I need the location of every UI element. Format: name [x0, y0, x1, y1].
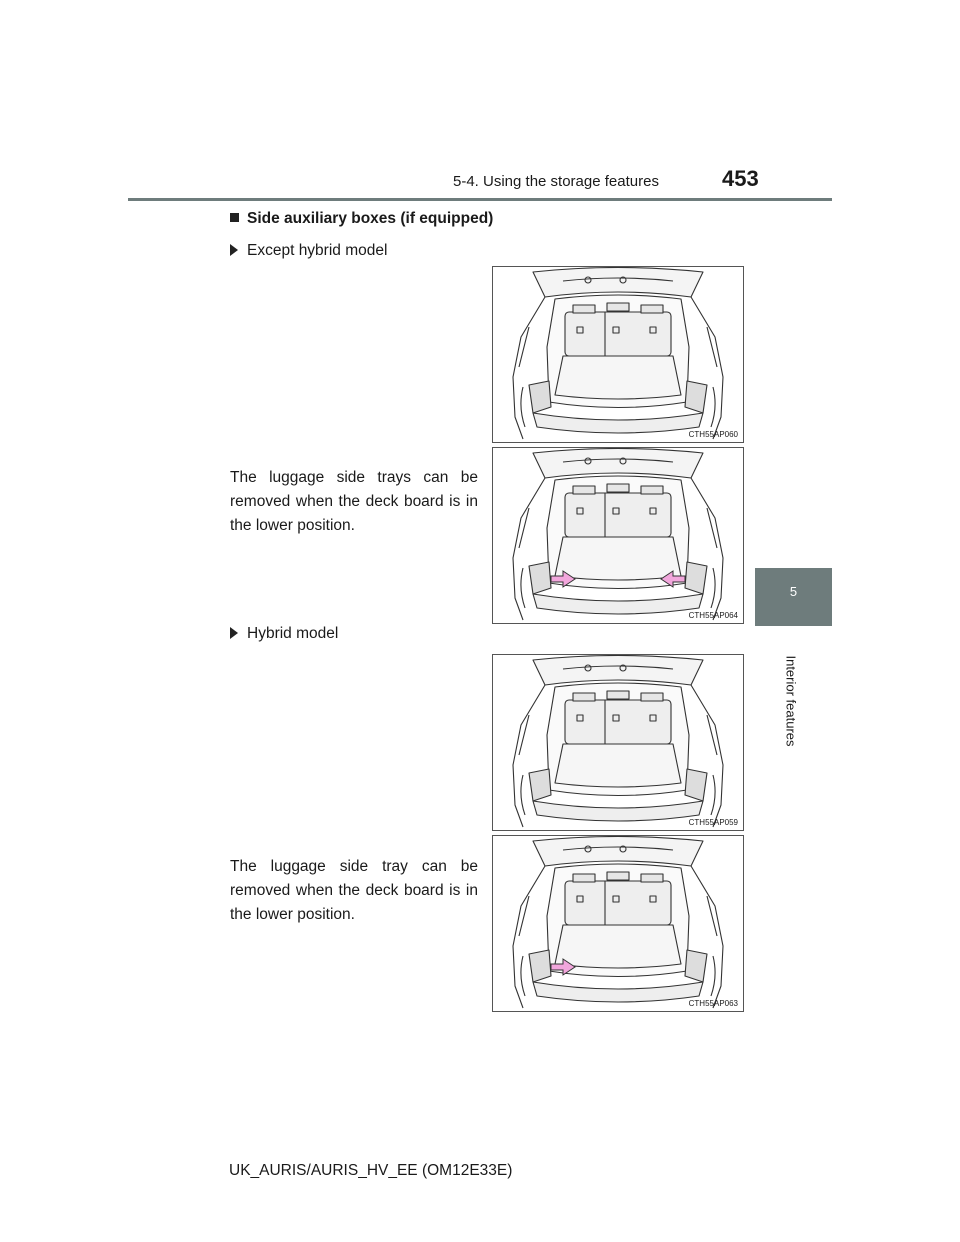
removal-arrow-left: [550, 570, 576, 588]
figure-cth55ap060: CTH55AP060: [492, 266, 744, 443]
header-rule: [128, 198, 832, 201]
removal-arrow-right: [660, 570, 686, 588]
section-title: 5-4. Using the storage features: [453, 173, 659, 190]
chapter-title: Interior features: [783, 655, 799, 747]
triangle-bullet-icon: [230, 627, 238, 639]
note-paragraph: The luggage side tray can be removed whe…: [230, 858, 478, 923]
note-paragraph: The luggage side trays can be removed wh…: [230, 469, 478, 534]
subheading-hybrid: Hybrid model: [230, 625, 338, 643]
document-footer: UK_AURIS/AURIS_HV_EE (OM12E33E): [229, 1162, 513, 1179]
luggage-area-illustration: [512, 836, 724, 1009]
removal-arrow-left: [550, 958, 576, 976]
triangle-bullet-icon: [230, 244, 238, 256]
figure-cth55ap063: CTH55AP063: [492, 835, 744, 1012]
figure-cth55ap064: CTH55AP064: [492, 447, 744, 624]
figure-cth55ap059: CTH55AP059: [492, 654, 744, 831]
figure-code: CTH55AP063: [688, 999, 738, 1008]
chapter-number: 5: [789, 584, 798, 599]
chapter-tab[interactable]: 5: [755, 568, 832, 626]
luggage-area-illustration: [512, 267, 724, 440]
figure-code: CTH55AP064: [688, 611, 738, 620]
page-number: 453: [722, 166, 759, 191]
subheading-except-hybrid: Except hybrid model: [230, 242, 387, 260]
luggage-area-illustration: [512, 655, 724, 828]
figure-code: CTH55AP060: [688, 430, 738, 439]
figure-code: CTH55AP059: [688, 818, 738, 827]
luggage-area-illustration: [512, 448, 724, 621]
square-bullet-icon: [230, 213, 239, 222]
section-heading: Side auxiliary boxes (if equipped): [230, 210, 493, 228]
